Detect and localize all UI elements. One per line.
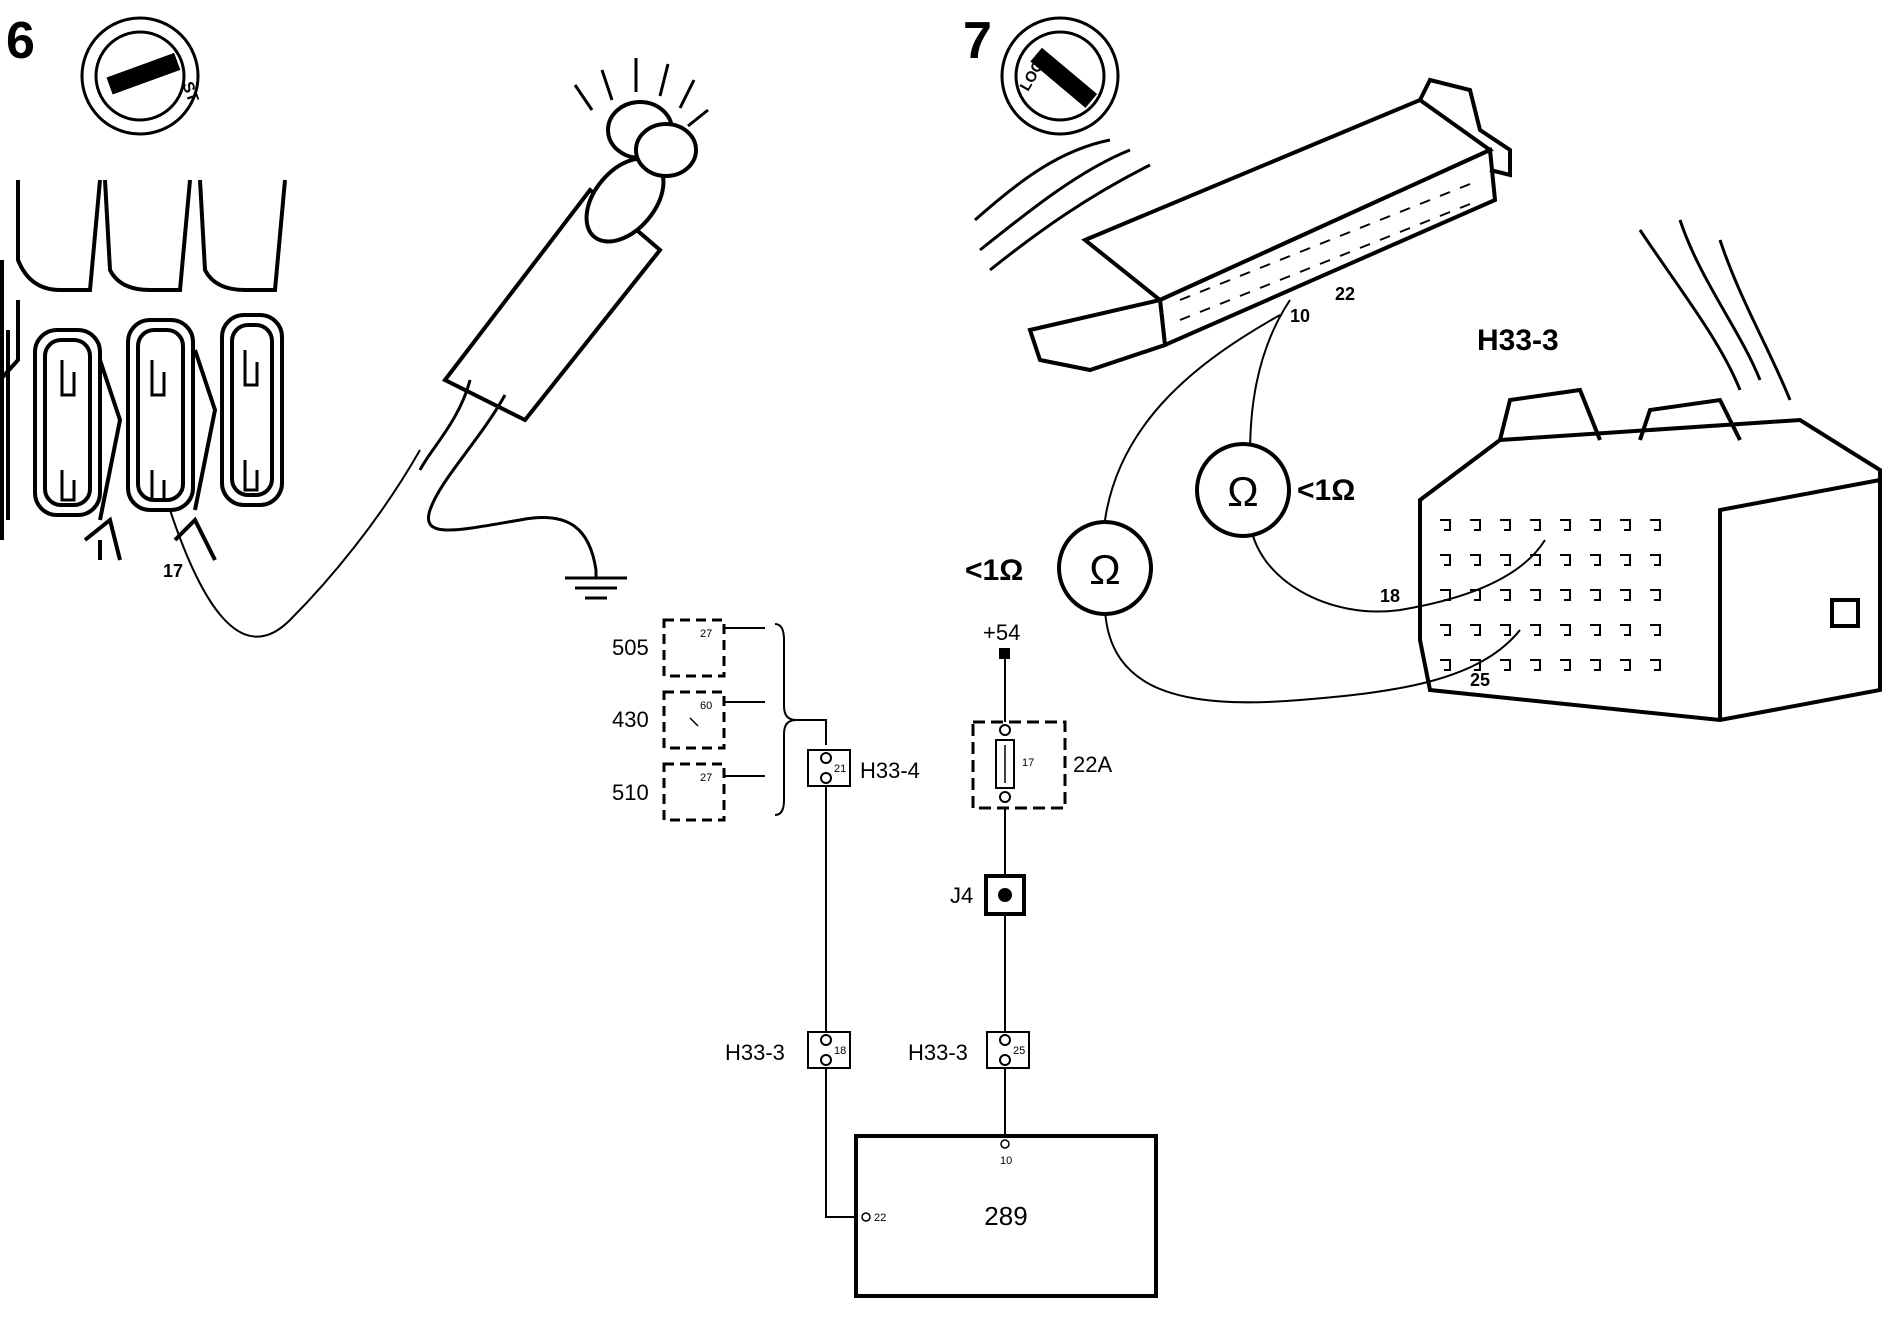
module-label: 289 (984, 1201, 1027, 1231)
step-6-number: 6 (6, 12, 35, 70)
schematic: 505 27 430 60 510 27 21 H33-4 (612, 618, 1158, 1298)
module-pin-top: 10 (1000, 1155, 1012, 1167)
wire-left-low (825, 1068, 862, 1218)
ohmmeter-symbol-lower: Ω (1089, 546, 1120, 593)
fuse-box-label: 22A (1073, 752, 1112, 777)
junction-j4-label: J4 (950, 883, 973, 908)
probe-lead (169, 449, 421, 638)
ecu-pin-row (1179, 183, 1471, 321)
fuse-22a: 17 22A (971, 720, 1112, 810)
ignition-key-icon: ST (80, 16, 201, 136)
module-289: 10 22 289 (854, 1134, 1158, 1298)
connector-h33-4-pin: 21 (834, 763, 846, 775)
unit-510-pin: 27 (700, 772, 712, 784)
step-6-panel: 6 ST (0, 12, 709, 638)
unit-430-label: 430 (612, 707, 649, 732)
connector-h33-3-right: 25 H33-3 (908, 1031, 1030, 1069)
ecu-connector-icon (974, 77, 1512, 373)
unit-505-label: 505 (612, 635, 649, 660)
connector-h33-3-left-pin: 18 (834, 1045, 846, 1057)
unit-510-label: 510 (612, 780, 649, 805)
step-7-number: 7 (963, 12, 992, 70)
ecu-pin-10-label: 10 (1290, 306, 1310, 326)
supply-label: +54 (983, 620, 1020, 645)
test-lamp-icon (418, 58, 709, 571)
unit-510: 510 27 (612, 762, 726, 822)
key-position-st: ST (178, 80, 201, 105)
ecu-pin-22-label: 22 (1335, 284, 1355, 304)
unit-feed-lines (724, 623, 827, 816)
connector-h33-4-label: H33-4 (860, 758, 920, 783)
module-pin-left: 22 (874, 1212, 886, 1224)
ohmmeter-symbol-upper: Ω (1227, 468, 1258, 515)
unit-430-pin: 60 (700, 700, 712, 712)
connector-h33-3-left-label: H33-3 (725, 1040, 785, 1065)
connector-pin-18-label: 18 (1380, 586, 1400, 606)
step-7-panel: 7 LOCK 10 22 H33-3 (963, 12, 1882, 723)
connector-h33-3-left: 18 H33-3 (725, 1031, 851, 1069)
unit-430: 430 60 (612, 690, 726, 750)
fuse-terminal-glyphs (60, 350, 259, 502)
connector-h33-3-right-pin: 25 (1013, 1045, 1025, 1057)
ignition-key-icon: LOCK (1000, 16, 1120, 136)
connector-h33-4: 21 H33-4 (807, 749, 920, 787)
connector-pin-25-label: 25 (1470, 670, 1490, 690)
unit-505-pin: 27 (700, 628, 712, 640)
ohmmeter-icon: Ω (1195, 442, 1291, 538)
meter-lead-lower (1104, 314, 1521, 704)
unit-505: 505 27 (612, 618, 726, 678)
meter-reading-lower: <1Ω (965, 554, 1023, 587)
fuse-box-icon (0, 179, 287, 561)
connector-pin-grid (1440, 519, 1661, 671)
connector-label: H33-3 (1477, 324, 1559, 357)
harness-connector-icon (1418, 219, 1882, 723)
fuse-pin: 17 (1022, 757, 1034, 769)
ground-icon (565, 570, 627, 600)
ohmmeter-icon: Ω (1057, 520, 1153, 616)
junction-j4: J4 (950, 874, 1026, 916)
supply-terminal (999, 648, 1010, 659)
connector-h33-3-right-label: H33-3 (908, 1040, 968, 1065)
fuse-terminal-label: 17 (163, 561, 183, 581)
meter-reading-upper: <1Ω (1297, 474, 1355, 507)
